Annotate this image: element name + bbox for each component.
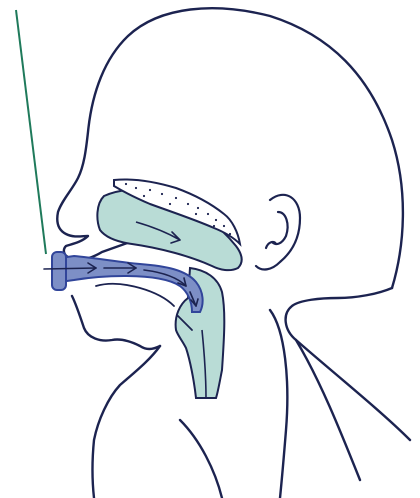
- airway-flange: [52, 252, 66, 290]
- oral-airway-device: [44, 252, 203, 312]
- throat-line: [93, 346, 161, 498]
- chin-line: [72, 296, 160, 349]
- pointer-line: [16, 10, 46, 254]
- collar-line: [180, 420, 222, 498]
- ear-icon: [256, 195, 300, 270]
- shoulder-line: [270, 310, 287, 498]
- clothing-fold: [296, 340, 360, 480]
- neck-back-line: [286, 288, 410, 440]
